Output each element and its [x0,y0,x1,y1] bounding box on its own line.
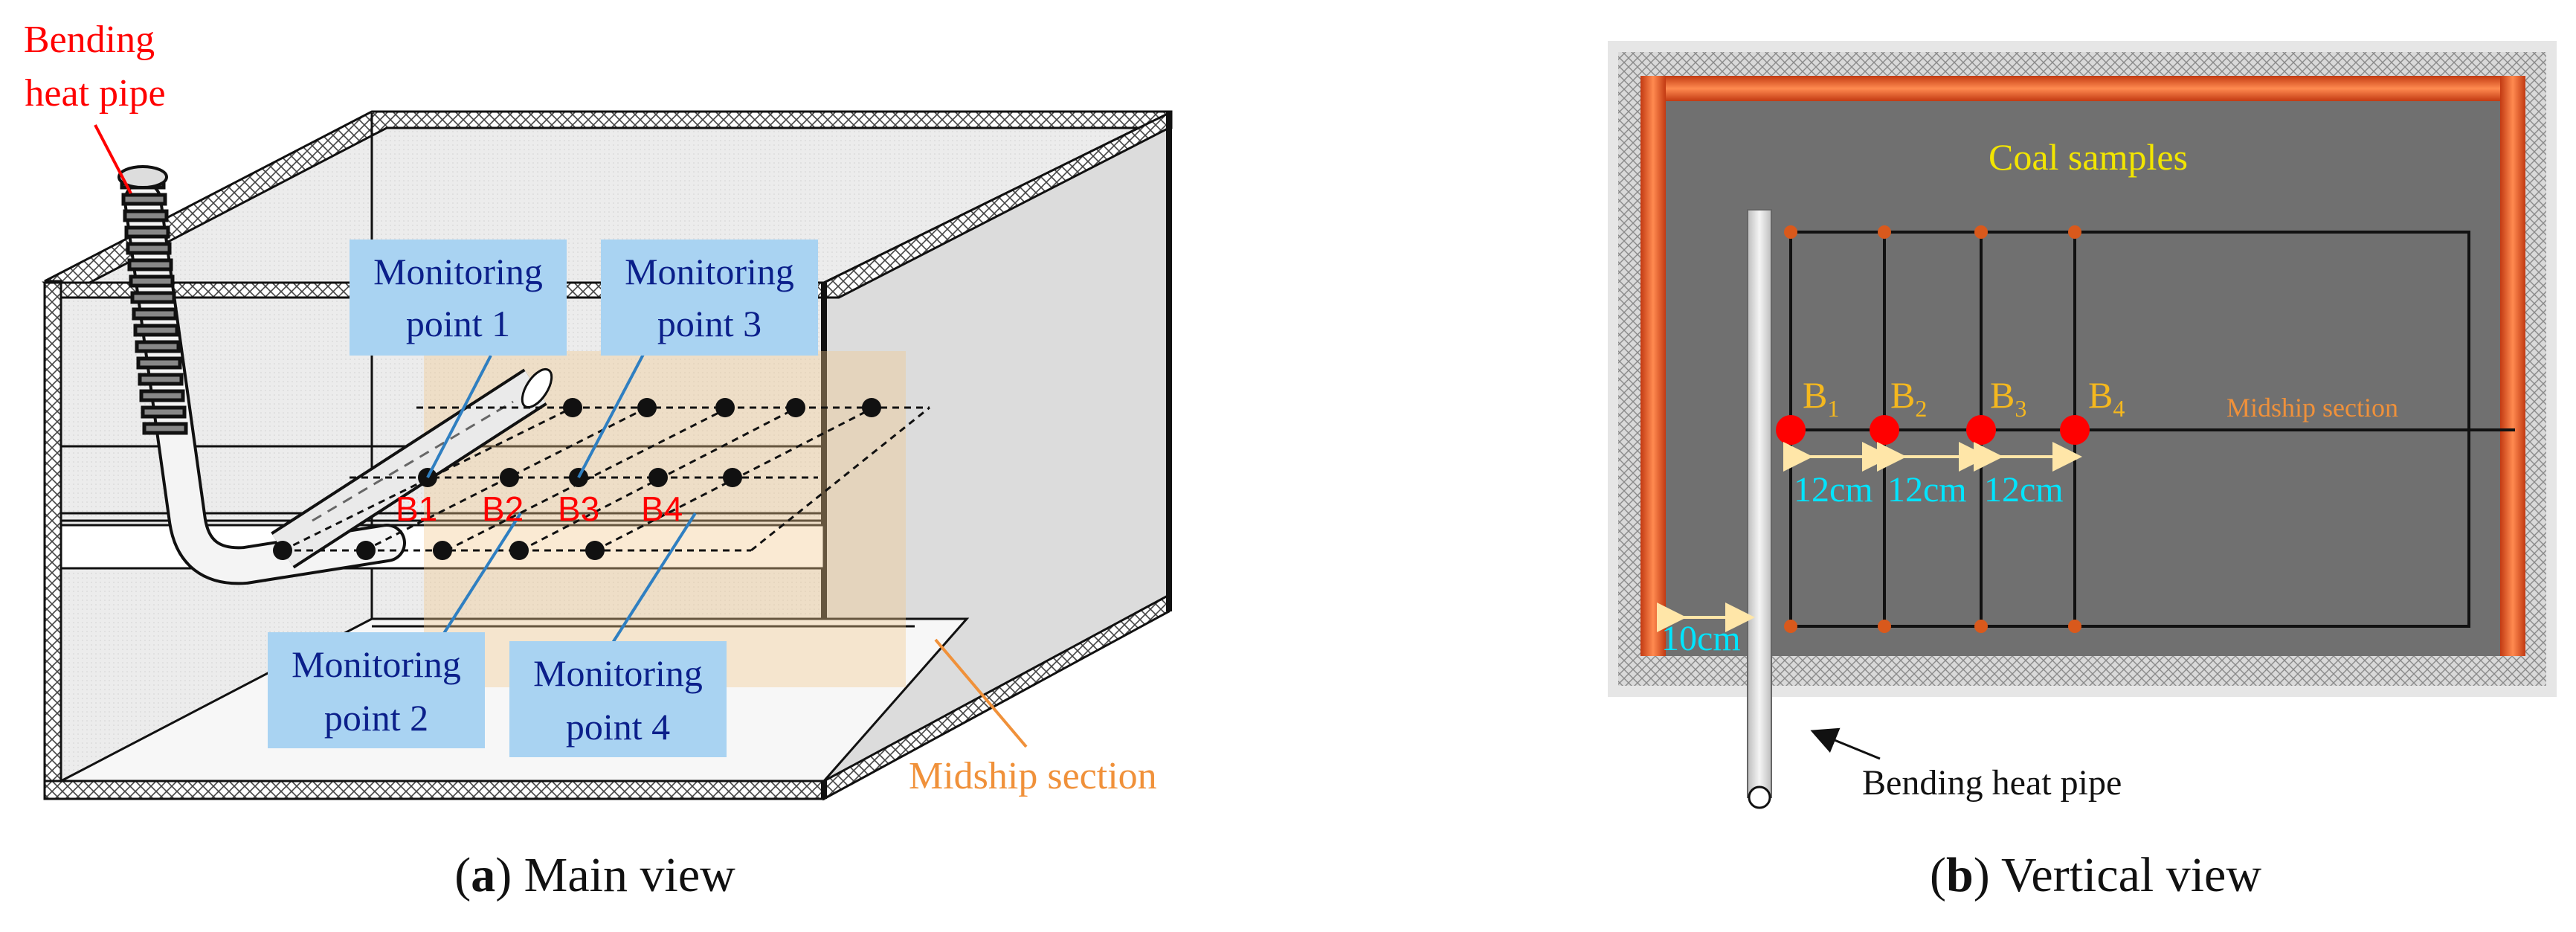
box-bottom-wall [43,780,825,800]
heater-strip-left [1640,76,1666,656]
heat-pipe-vertical [1747,209,1772,798]
spacing-label-1: 12cm [1794,470,1873,510]
box-1-line2: point 1 [406,303,510,344]
pipe-label-arrow [1810,727,1881,760]
point-label-b3-b: B3 [1990,374,2026,422]
monitoring-box-4: Monitoring point 4 [509,641,727,757]
point-label-b4: B4 [641,489,683,528]
point-label-b4-b: B4 [2088,374,2125,422]
monitoring-box-2: Monitoring point 2 [268,632,485,748]
heater-strip-right [2500,76,2525,656]
point-label-b1-b: B1 [1803,374,1839,422]
spacing-arrows [1657,442,2082,632]
box-2-line1: Monitoring [292,643,461,685]
monitoring-dots [273,398,881,560]
panel-b-vertical-view: Coal samples Midship section B1 B2 [1608,41,2557,902]
box-1-line1: Monitoring [373,251,543,292]
point-label-b3: B3 [558,489,599,528]
box-left-wall [43,281,62,800]
box-2-line2: point 2 [324,697,428,739]
panel-a-main-view: Monitoring point 1 Monitoring point 3 Mo… [24,19,1173,902]
point-label-b2-b: B2 [1890,374,1927,422]
spacing-label-3: 12cm [1984,470,2064,510]
spacing-label-2: 12cm [1887,470,1967,510]
midship-label-b: Midship section [2226,393,2398,422]
monitoring-points-b [1776,415,2090,445]
monitoring-box-1: Monitoring point 1 [350,240,567,356]
heat-pipe-end [1748,785,1771,809]
pipe-label-line1: Bending [24,19,155,61]
heater-strip-top [1640,76,2525,101]
caption-a: (a) Main view [454,848,735,902]
box-4-line2: point 4 [566,706,670,748]
bending-heat-pipe [117,165,553,585]
caption-b: (b) Vertical view [1930,848,2261,902]
pipe-label-line2: heat pipe [25,72,165,115]
box-back-right-edge [1166,112,1172,611]
grid-nodes [1784,225,2081,633]
box-4-line1: Monitoring [533,652,703,694]
point-label-b1: B1 [396,489,437,528]
pipe-label-leader [94,124,132,194]
monitoring-box-3: Monitoring point 3 [601,240,818,356]
midship-label-a: Midship section [909,755,1157,797]
box-3-line1: Monitoring [625,251,794,292]
coal-samples-title: Coal samples [1989,136,2188,178]
midship-leader-a [934,638,1028,748]
coal-sample-area [1666,101,2500,656]
box-3-line2: point 3 [657,303,761,344]
pipe-label-b: Bending heat pipe [1862,763,2122,803]
wall-gap-label: 10cm [1661,619,1741,658]
point-label-b2: B2 [482,489,524,528]
